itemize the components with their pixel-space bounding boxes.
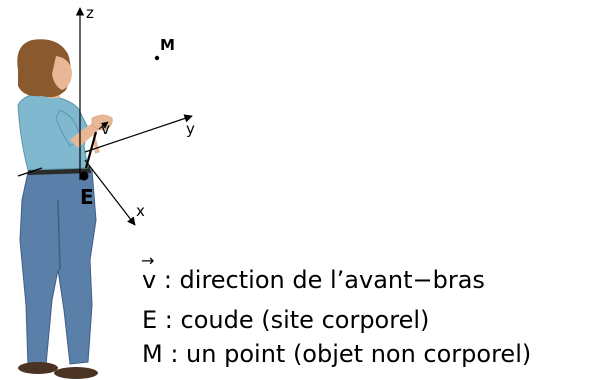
z-axis-label: z bbox=[86, 4, 94, 22]
v-label: v bbox=[101, 120, 110, 138]
legend-e-text: E : coude (site corporel) bbox=[142, 306, 429, 334]
legend-v: →v : direction de l’avant−bras bbox=[142, 266, 485, 294]
legend-v-symbol: →v bbox=[142, 266, 156, 294]
shoe-left bbox=[18, 362, 58, 374]
legend-v-text: : direction de l’avant−bras bbox=[156, 266, 485, 294]
y-axis-label: y bbox=[186, 120, 195, 138]
x-axis-label: x bbox=[136, 202, 145, 220]
woman-figure bbox=[17, 39, 112, 379]
vector-arrow-icon: → bbox=[141, 253, 154, 269]
point-m-dot bbox=[155, 56, 159, 60]
point-m-label: M bbox=[160, 36, 175, 54]
shoe-right bbox=[54, 367, 98, 379]
point-e-dot bbox=[80, 172, 89, 181]
legend-m-text: M : un point (objet non corporel) bbox=[142, 340, 531, 368]
legend-e: E : coude (site corporel) bbox=[142, 306, 429, 334]
legend-m: M : un point (objet non corporel) bbox=[142, 340, 531, 368]
point-e-label: E bbox=[80, 185, 94, 209]
